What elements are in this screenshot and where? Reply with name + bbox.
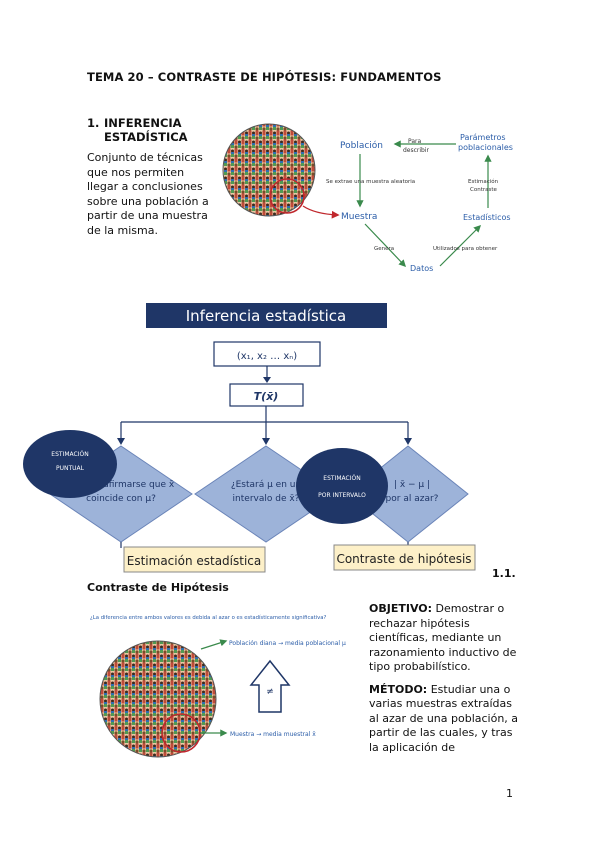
hypothesis-diagram: ¿La diferencia entre ambos valores es de…	[90, 614, 346, 758]
diamond-left-line1: ¿Puede afirmarse que x̄	[68, 480, 175, 490]
section-title-line1: INFERENCIA	[104, 116, 182, 130]
oval-right-line1: ESTIMACIÓN	[323, 475, 360, 482]
diamond-middle-line2: intervalo de x̄?	[233, 494, 300, 504]
metodo-text: Estudiar una o varias muestras extraídas…	[369, 682, 519, 754]
muestra-label: Muestra	[341, 212, 377, 222]
poblacion-label: Población	[340, 140, 383, 151]
se-extrae-label: Se extrae una muestra aleatoria	[326, 179, 415, 185]
statistic-text: T(x̄)	[254, 390, 279, 403]
population-crowd-image	[222, 123, 316, 217]
diamond-right-line2: por al azar?	[386, 494, 439, 504]
objetivo-text: Demostrar o rechazar hipótesis científic…	[369, 602, 517, 673]
page-title: TEMA 20 – CONTRASTE DE HIPÓTESIS: FUNDAM…	[87, 70, 442, 84]
page-number: 1	[506, 787, 513, 800]
diamond-right-line1: | x̄ − μ |	[394, 480, 430, 490]
question-text: ¿La diferencia entre ambos valores es de…	[90, 614, 327, 621]
parametros-label: Parámetros	[460, 133, 506, 142]
population-crowd-image-2	[99, 640, 217, 758]
sample-text: (x₁, x₂ … xₙ)	[237, 351, 297, 362]
diamond-left-line2: coincide con μ?	[86, 494, 156, 504]
section-title-line2: ESTADÍSTICA	[104, 130, 188, 144]
estadisticos-label: Estadísticos	[463, 213, 511, 222]
estimacion-label: Estimación	[468, 178, 499, 185]
inference-cycle-diagram: Población Para describir Parámetros pobl…	[222, 123, 513, 273]
utilizados-label: Utilizados para obtener	[433, 246, 498, 252]
oval-estimacion-puntual	[23, 430, 117, 498]
metodo-label: MÉTODO:	[369, 682, 428, 696]
inference-flowchart: Inferencia estadística (x₁, x₂ … xₙ) T(x…	[23, 303, 476, 573]
oval-right-line2: POR INTERVALO	[318, 492, 366, 499]
objetivo-paragraph: OBJETIVO: Demostrar o rechazar hipótesis…	[369, 602, 519, 675]
metodo-paragraph: MÉTODO: Estudiar una o varias muestras e…	[369, 683, 519, 756]
describir-label: describir	[403, 147, 430, 154]
objetivo-metodo-block: OBJETIVO: Demostrar o rechazar hipótesis…	[369, 602, 519, 763]
pop-mean-label: Población diana → media poblacional μ	[229, 640, 346, 647]
box-contraste-hipotesis	[333, 544, 476, 571]
sample-mean-label: Muestra → media muestral x̄	[230, 731, 316, 738]
oval-estimacion-intervalo	[296, 448, 388, 524]
contraste-label: Contraste	[470, 187, 498, 193]
box-left-text: Estimación estadística	[127, 554, 262, 568]
neq-symbol: ≠	[266, 687, 274, 697]
diamond-middle-line1: ¿Estará μ en un	[231, 480, 301, 490]
oval-left-line2: PUNTUAL	[56, 465, 85, 472]
para-label: Para	[408, 138, 421, 145]
section-title: INFERENCIA ESTADÍSTICA	[104, 116, 188, 144]
sample-circle	[269, 178, 305, 214]
flowchart-header-text: Inferencia estadística	[186, 307, 347, 325]
box-estimacion-estadistica	[123, 546, 266, 573]
up-arrow-icon	[249, 659, 291, 713]
box-right-text: Contraste de hipótesis	[336, 552, 471, 566]
genera-label: Genera	[374, 246, 394, 252]
oval-left-line1: ESTIMACIÓN	[51, 451, 88, 458]
poblacionales-label: poblacionales	[458, 143, 513, 152]
datos-label: Datos	[410, 264, 433, 273]
subsection-title: Contraste de Hipótesis	[87, 581, 229, 594]
flowchart-header	[146, 303, 387, 328]
objetivo-label: OBJETIVO:	[369, 602, 433, 615]
section-number: 1.	[87, 116, 100, 130]
subsection-number: 1.1.	[492, 567, 516, 580]
section-body: Conjunto de técnicas que nos permiten ll…	[87, 151, 209, 237]
